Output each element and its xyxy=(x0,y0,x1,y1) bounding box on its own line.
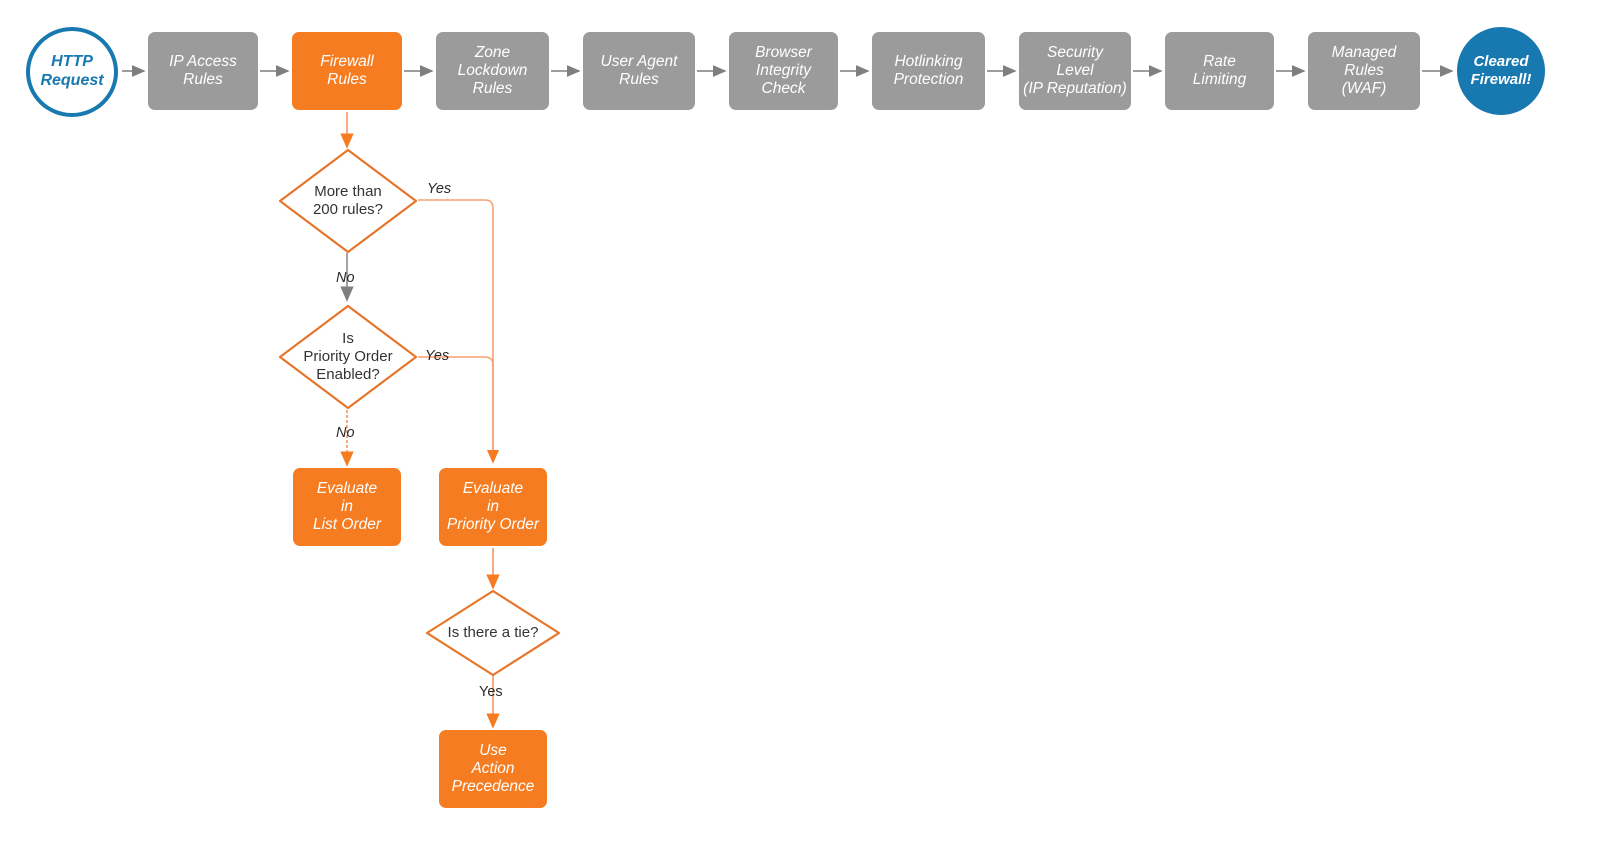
node-ip-access-rules[interactable]: IP Access Rules xyxy=(148,32,258,110)
node-user-agent-rules-label: User Agent Rules xyxy=(600,52,678,88)
diamond-shape xyxy=(278,148,418,254)
node-managed-rules-waf[interactable]: Managed Rules (WAF) xyxy=(1308,32,1420,110)
node-evaluate-in-list-order[interactable]: Evaluate in List Order xyxy=(293,468,401,546)
node-more-than-200-rules[interactable]: More than 200 rules? xyxy=(277,147,419,255)
node-security-level[interactable]: Security Level (IP Reputation) xyxy=(1019,32,1131,110)
node-is-priority-order-enabled[interactable]: Is Priority Order Enabled? xyxy=(277,303,419,411)
node-is-priority-order-enabled-label: Is Priority Order Enabled? xyxy=(303,329,393,384)
node-zone-lockdown-rules[interactable]: Zone Lockdown Rules xyxy=(436,32,549,110)
node-security-level-label: Security Level (IP Reputation) xyxy=(1023,43,1127,98)
node-managed-rules-waf-label: Managed Rules (WAF) xyxy=(1331,43,1397,98)
node-is-there-a-tie-label: Is there a tie? xyxy=(447,623,539,641)
edge-label-yes-priority: Yes xyxy=(425,348,450,364)
edge-label-yes-200: Yes xyxy=(427,181,452,197)
node-http-request[interactable]: HTTP Request xyxy=(26,27,118,117)
edge-label-no-200: No xyxy=(336,270,355,286)
diamond-shape xyxy=(425,589,561,677)
node-use-action-precedence[interactable]: Use Action Precedence xyxy=(439,730,547,808)
node-http-request-label: HTTP Request xyxy=(40,53,104,89)
node-firewall-rules[interactable]: Firewall Rules xyxy=(292,32,402,110)
node-zone-lockdown-rules-label: Zone Lockdown Rules xyxy=(457,43,528,98)
node-firewall-rules-label: Firewall Rules xyxy=(320,52,374,88)
edge-label-yes-tie: Yes xyxy=(479,684,503,700)
node-user-agent-rules[interactable]: User Agent Rules xyxy=(583,32,695,110)
node-evaluate-in-list-order-label: Evaluate in List Order xyxy=(312,479,382,534)
node-rate-limiting[interactable]: Rate Limiting xyxy=(1165,32,1274,110)
node-browser-integrity-check[interactable]: Browser Integrity Check xyxy=(729,32,838,110)
node-evaluate-in-priority-order-label: Evaluate in Priority Order xyxy=(446,479,540,534)
node-is-there-a-tie[interactable]: Is there a tie? xyxy=(424,588,562,678)
diamond-shape xyxy=(278,304,418,410)
node-cleared-firewall-label: Cleared Firewall! xyxy=(1470,53,1532,88)
node-use-action-precedence-label: Use Action Precedence xyxy=(451,741,535,796)
node-browser-integrity-check-label: Browser Integrity Check xyxy=(755,43,812,98)
edge-label-no-priority: No xyxy=(336,425,355,441)
node-rate-limiting-label: Rate Limiting xyxy=(1192,52,1247,88)
node-cleared-firewall[interactable]: Cleared Firewall! xyxy=(1457,27,1545,115)
node-ip-access-rules-label: IP Access Rules xyxy=(169,52,237,88)
node-hotlinking-protection-label: Hotlinking Protection xyxy=(893,52,964,88)
node-hotlinking-protection[interactable]: Hotlinking Protection xyxy=(872,32,985,110)
node-more-than-200-rules-label: More than 200 rules? xyxy=(312,182,384,218)
node-evaluate-in-priority-order[interactable]: Evaluate in Priority Order xyxy=(439,468,547,546)
